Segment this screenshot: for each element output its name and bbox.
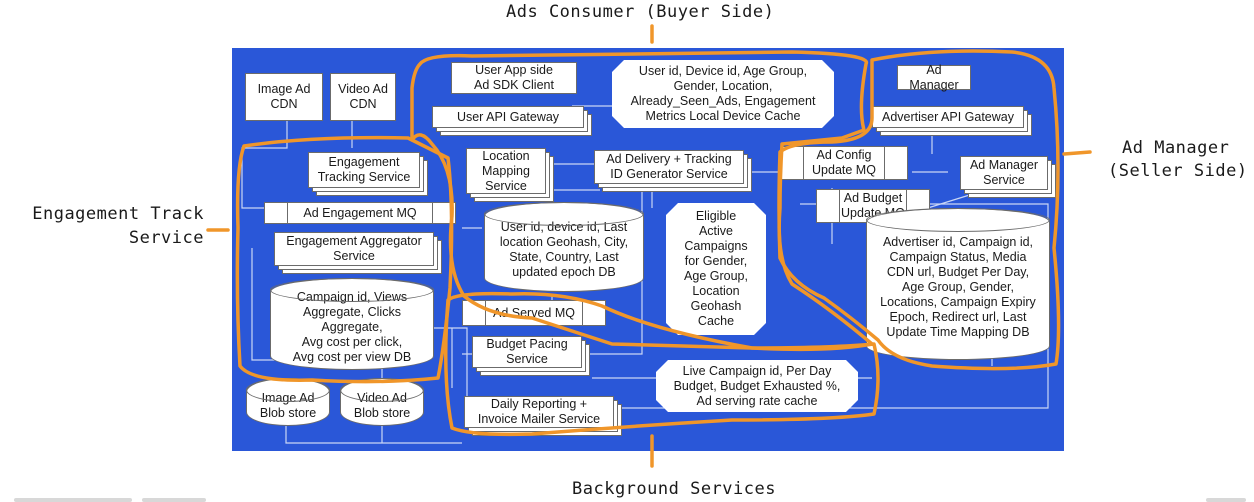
daily-reporting-service: Daily Reporting + Invoice Mailer Service <box>464 396 614 428</box>
user-api-gateway: User API Gateway <box>432 106 584 128</box>
user-app-sdk-client: User App side Ad SDK Client <box>451 62 577 94</box>
live-campaign-cache: Live Campaign id, Per Day Budget, Budget… <box>656 360 858 412</box>
seller-side-outline <box>777 49 1061 371</box>
bottom-control-mid[interactable] <box>142 498 206 502</box>
video-ad-cdn: Video Ad CDN <box>330 73 396 121</box>
engagement-track-label: Engagement Track Service <box>4 202 204 250</box>
ad-config-update-mq: Ad Config Update MQ <box>780 146 908 180</box>
engagement-track-label-line2: Service <box>128 228 204 248</box>
architecture-diagram: Image Ad CDN Video Ad CDN User App side … <box>206 24 1092 468</box>
connector <box>432 327 468 413</box>
background-services-label: Background Services <box>572 479 776 499</box>
budget-pacing-service: Budget Pacing Service <box>472 336 582 368</box>
image-ad-cdn: Image Ad CDN <box>245 73 323 121</box>
ad-manager-label-line1: Ad Manager <box>1122 138 1230 158</box>
connector <box>285 426 462 444</box>
buyer-side-outline <box>410 50 874 352</box>
ad-manager-label-line2: (Seller Side) <box>1108 161 1248 181</box>
eligible-campaigns-cache: Eligible Active Campaigns for Gender, Ag… <box>666 203 766 335</box>
engagement-outline <box>235 135 454 384</box>
image-ad-blob-store: Image Ad Blob store <box>246 378 330 426</box>
engagement-tracking-service: Engagement Tracking Service <box>308 152 420 188</box>
ads-consumer-label: Ads Consumer (Buyer Side) <box>506 2 775 22</box>
location-db: User id, device id, Last location Geohas… <box>484 202 644 292</box>
engagement-aggregate-db: Campaign id, Views Aggregate, Clicks Agg… <box>270 278 434 370</box>
engagement-track-label-line1: Engagement Track <box>32 204 204 224</box>
highlight-overlay <box>206 24 1092 468</box>
location-mapping-service: Location Mapping Service <box>466 148 546 194</box>
bottom-control-left[interactable] <box>14 498 132 502</box>
ad-manager-label: Ad Manager (Seller Side) <box>1108 137 1248 183</box>
bottom-control-right[interactable] <box>1206 498 1246 502</box>
video-ad-blob-store: Video Ad Blob store <box>340 378 424 426</box>
engagement-aggregator-service: Engagement Aggregator Service <box>274 232 434 266</box>
ad-delivery-service: Ad Delivery + Tracking ID Generator Serv… <box>594 150 744 184</box>
advertiser-api-gateway: Advertiser API Gateway <box>872 106 1024 128</box>
campaign-mapping-db: Advertiser id, Campaign id, Campaign Sta… <box>866 208 1050 360</box>
ad-manager-service: Ad Manager Service <box>960 156 1048 190</box>
background-outline <box>444 291 880 437</box>
right-tick <box>1062 150 1092 156</box>
device-cache: User id, Device id, Age Group, Gender, L… <box>612 60 834 128</box>
ad-manager-node: Ad Manager <box>897 63 971 92</box>
ad-engagement-mq: Ad Engagement MQ <box>264 202 456 224</box>
